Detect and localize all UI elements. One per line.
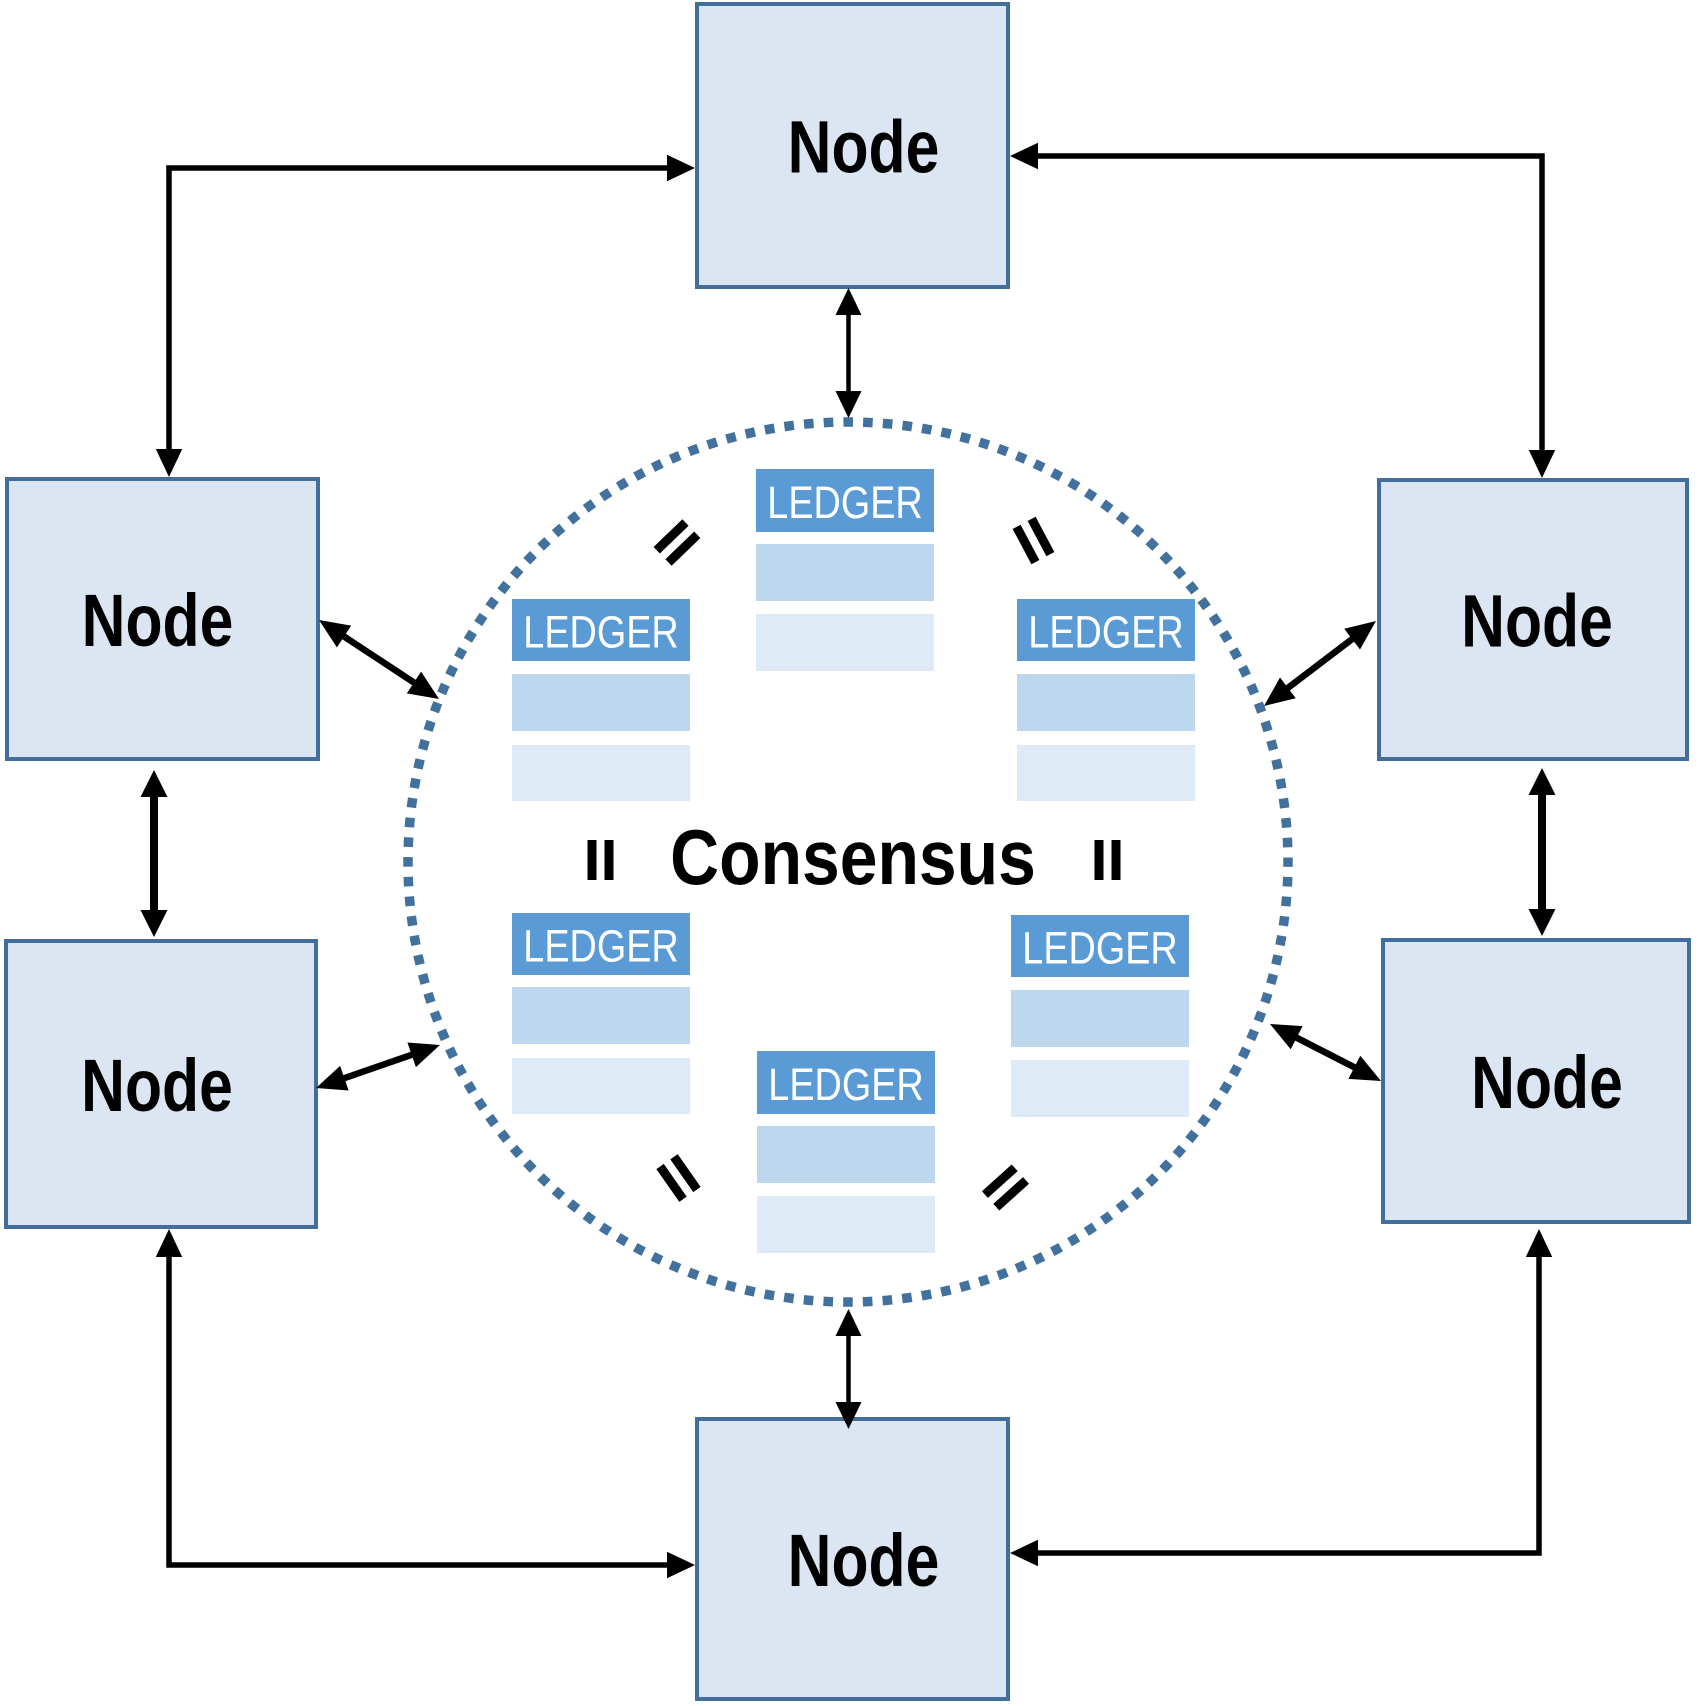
svg-text:LEDGER: LEDGER: [767, 477, 922, 528]
svg-text:Node: Node: [1471, 1042, 1623, 1124]
svg-text:Node: Node: [81, 1045, 233, 1127]
svg-text:LEDGER: LEDGER: [768, 1059, 923, 1110]
svg-text:Consensus: Consensus: [670, 815, 1036, 901]
svg-text:LEDGER: LEDGER: [523, 606, 678, 657]
svg-text:LEDGER: LEDGER: [1028, 606, 1183, 657]
svg-text:Node: Node: [788, 1520, 940, 1602]
svg-text:LEDGER: LEDGER: [1022, 922, 1177, 973]
svg-text:Node: Node: [82, 580, 234, 662]
svg-text:LEDGER: LEDGER: [523, 920, 678, 971]
svg-text:Node: Node: [1461, 581, 1613, 663]
svg-text:Node: Node: [788, 107, 940, 189]
